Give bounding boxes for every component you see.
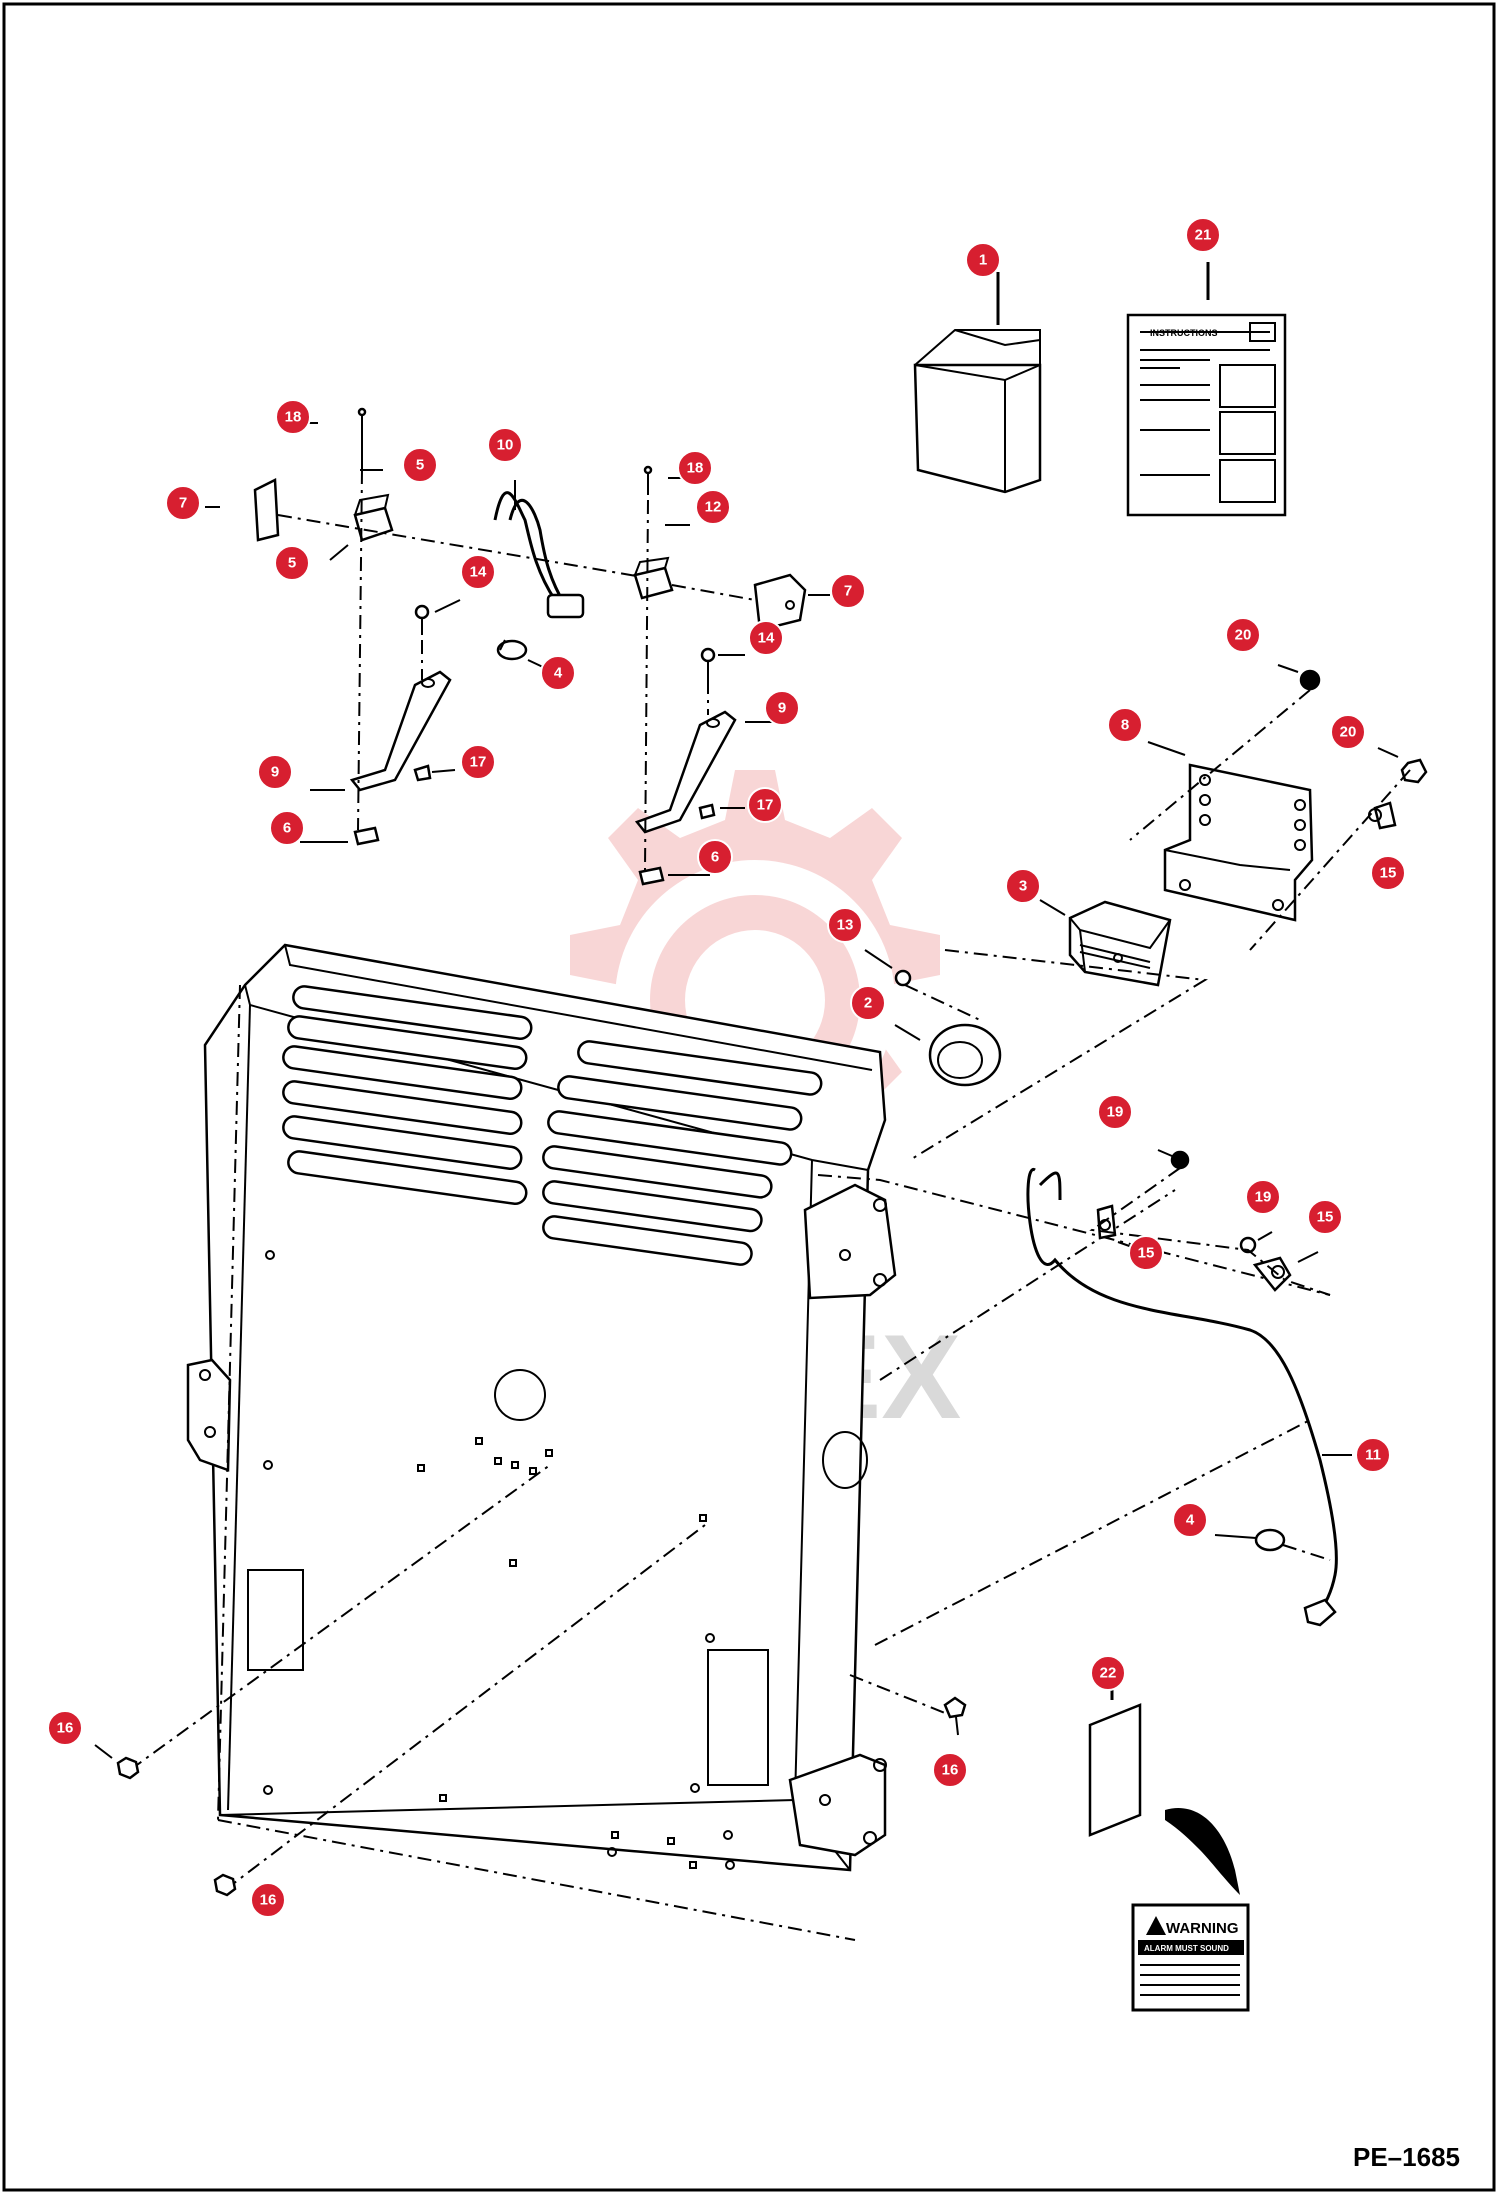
callout-marker[interactable]: 13 (827, 907, 863, 943)
callout-label: 22 (1100, 1665, 1117, 1682)
alarm-box-part (913, 272, 1042, 494)
callout-marker[interactable]: 19 (1097, 1094, 1133, 1130)
callout-marker[interactable]: 17 (460, 744, 496, 780)
callout-marker[interactable]: 16 (932, 1752, 968, 1788)
callout-label: 6 (711, 849, 719, 866)
callout-marker[interactable]: 10 (487, 427, 523, 463)
callout-marker[interactable]: 11 (1355, 1437, 1391, 1473)
callout-label: 1 (979, 252, 987, 269)
callout-marker[interactable]: 18 (677, 450, 713, 486)
callout-label: 11 (1365, 1447, 1381, 1464)
callout-marker[interactable]: 6 (697, 839, 733, 875)
instruction-sheet-title: INSTRUCTIONS (1150, 328, 1218, 338)
grommet-part (864, 949, 1209, 1161)
callout-label: 16 (260, 1892, 277, 1909)
warning-decal-subtitle: ALARM MUST SOUND (1144, 1944, 1229, 1953)
callout-marker[interactable]: 15 (1128, 1235, 1164, 1271)
callout-label: 6 (283, 820, 291, 837)
callout-label: 15 (1317, 1209, 1334, 1226)
callout-marker[interactable]: 5 (402, 447, 438, 483)
callout-label: 4 (1186, 1512, 1195, 1529)
callout-marker[interactable]: 4 (540, 655, 576, 691)
callout-marker[interactable]: 18 (275, 399, 311, 435)
callout-label: 9 (271, 764, 279, 781)
instruction-sheet-part: INSTRUCTIONS (1126, 262, 1287, 517)
callout-marker[interactable]: 16 (250, 1882, 286, 1918)
callout-label: 16 (57, 1720, 74, 1737)
callout-label: 10 (497, 437, 514, 454)
callout-label: 17 (757, 797, 774, 814)
door-panel-part (129, 943, 1331, 1941)
callout-label: 3 (1019, 878, 1027, 895)
callout-marker[interactable]: 7 (830, 573, 866, 609)
callout-label: 7 (844, 583, 852, 600)
callout-marker[interactable]: 14 (460, 554, 496, 590)
callout-marker[interactable]: 3 (1005, 868, 1041, 904)
callout-label: 18 (285, 409, 302, 426)
callout-marker[interactable]: 6 (269, 810, 305, 846)
callout-marker[interactable]: 2 (850, 985, 886, 1021)
callout-label: 5 (288, 555, 296, 572)
callout-marker[interactable]: 9 (257, 754, 293, 790)
callout-marker[interactable]: 19 (1245, 1179, 1281, 1215)
arrow-icon (1165, 1808, 1240, 1895)
callout-marker[interactable]: 16 (47, 1710, 83, 1746)
plug-parts (94, 1696, 967, 1897)
callout-marker[interactable]: 20 (1225, 617, 1261, 653)
callout-marker[interactable]: 14 (748, 620, 784, 656)
callout-label: 15 (1138, 1245, 1155, 1262)
warning-decal-title: WARNING (1166, 1920, 1239, 1937)
callout-label: 17 (470, 754, 487, 771)
callout-label: 15 (1380, 865, 1397, 882)
callout-marker[interactable]: 7 (165, 485, 201, 521)
callout-label: 12 (705, 499, 722, 516)
left-switch-assembly (205, 407, 661, 846)
warning-decal-part: WARNING ALARM MUST SOUND (1088, 1680, 1250, 2012)
callout-label: 4 (554, 665, 563, 682)
callout-label: 21 (1195, 227, 1212, 244)
callout-marker[interactable]: 5 (274, 545, 310, 581)
callout-marker[interactable]: 15 (1370, 855, 1406, 891)
alarm-part (1039, 899, 1172, 987)
callout-marker[interactable]: 9 (764, 690, 800, 726)
drawing-code: PE–1685 (1353, 2142, 1460, 2172)
callout-label: 20 (1235, 627, 1252, 644)
callout-marker[interactable]: 15 (1307, 1199, 1343, 1235)
callout-label: 18 (687, 460, 704, 477)
wire-harness-part (1026, 1149, 1352, 1627)
callout-label: 14 (758, 630, 775, 647)
callout-label: 20 (1340, 724, 1357, 741)
callout-label: 5 (416, 457, 424, 474)
callouts: 1 21 18 5 10 18 12 7 5 14 7 4 14 20 9 8 … (47, 217, 1406, 1918)
callout-label: 8 (1121, 717, 1129, 734)
callout-label: 16 (942, 1762, 959, 1779)
callout-marker[interactable]: 21 (1185, 217, 1221, 253)
callout-label: 2 (864, 995, 872, 1012)
warning-triangle-icon (1146, 1916, 1166, 1935)
callout-marker[interactable]: 1 (965, 242, 1001, 278)
callout-label: 19 (1255, 1189, 1272, 1206)
callout-marker[interactable]: 8 (1107, 707, 1143, 743)
callout-label: 7 (179, 495, 187, 512)
callout-marker[interactable]: 22 (1090, 1655, 1126, 1691)
right-switch-assembly (633, 465, 830, 886)
callout-marker[interactable]: 20 (1330, 714, 1366, 750)
callout-label: 14 (470, 564, 487, 581)
callout-marker[interactable]: 12 (695, 489, 731, 525)
callout-marker[interactable]: 17 (747, 787, 783, 823)
callout-marker[interactable]: 4 (1172, 1502, 1208, 1538)
callout-label: 19 (1107, 1104, 1124, 1121)
callout-label: 9 (778, 700, 786, 717)
alarm-bracket-part (1129, 664, 1428, 951)
callout-label: 13 (837, 917, 854, 934)
